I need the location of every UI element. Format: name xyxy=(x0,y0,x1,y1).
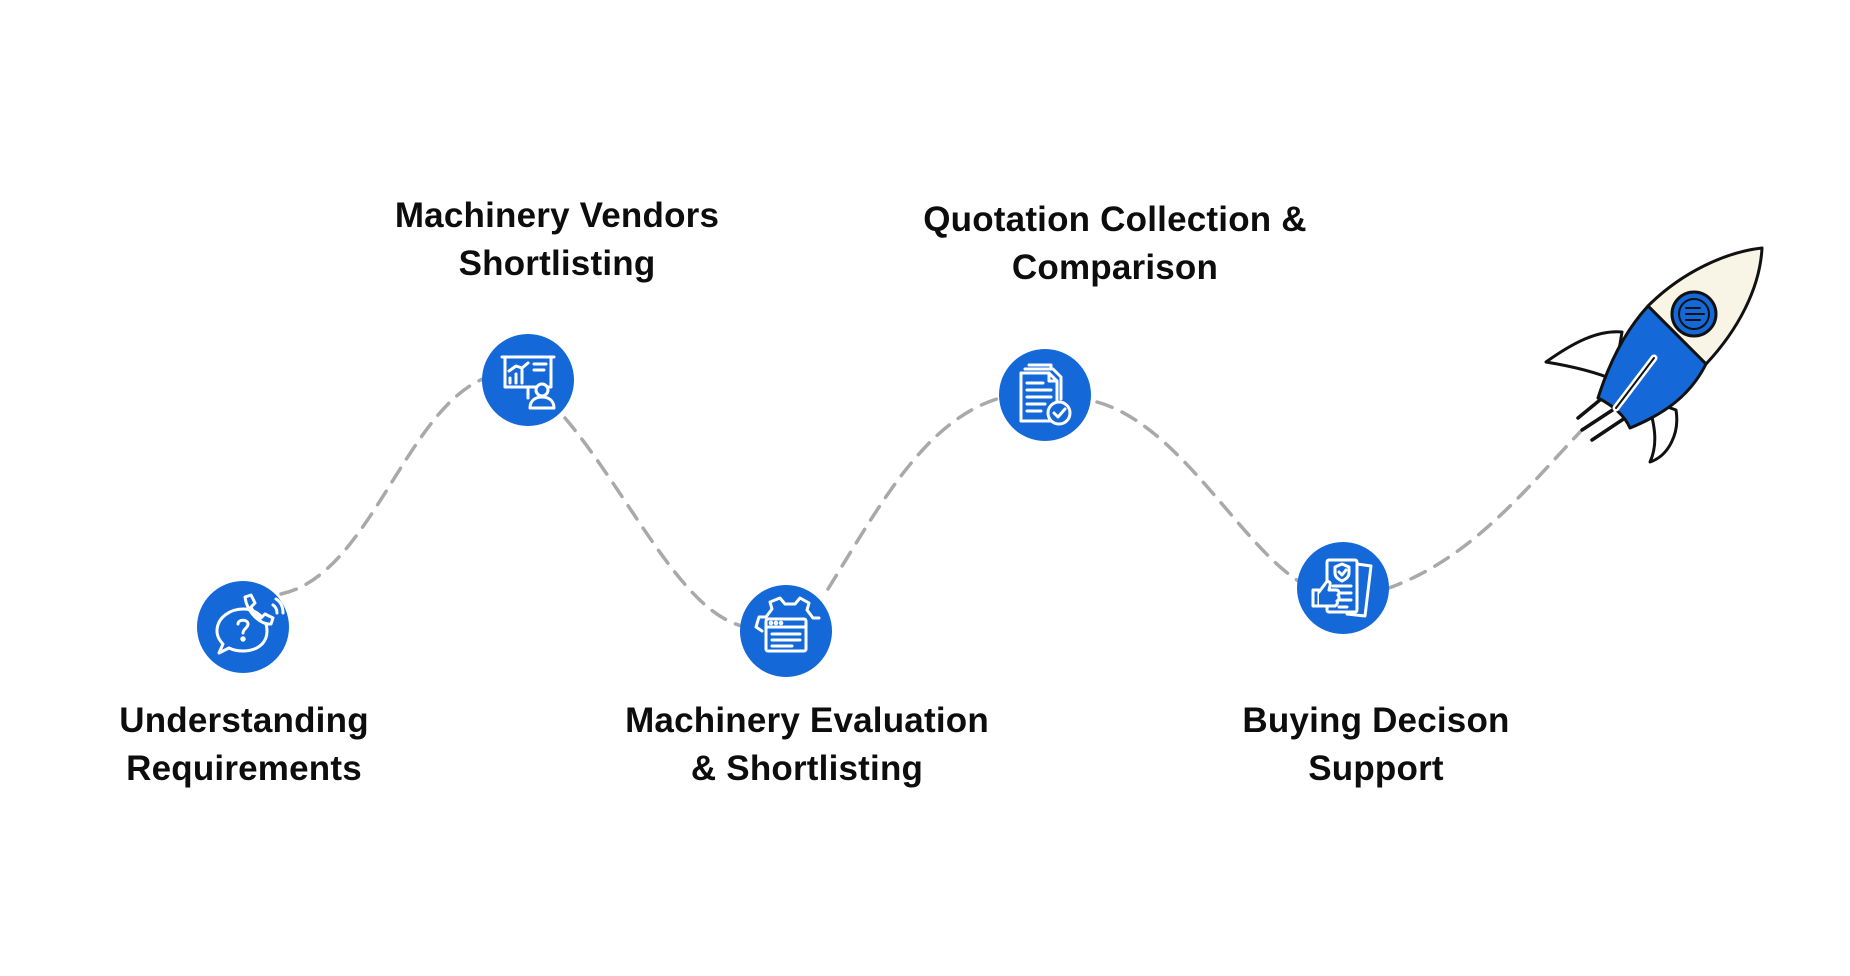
step-4-node xyxy=(999,349,1091,441)
step-4-label-line1: Quotation Collection & xyxy=(923,200,1307,239)
thumbs-up-document-icon xyxy=(1311,558,1373,618)
step-5-label: Buying Decison Support xyxy=(1156,697,1596,793)
dashed-path xyxy=(279,376,1582,628)
step-1-label-line1: Understanding xyxy=(119,701,369,740)
gear-browser-icon xyxy=(754,596,821,653)
step-5-label-line1: Buying Decison xyxy=(1242,701,1510,740)
step-1-node xyxy=(197,581,289,673)
step-2-label-line1: Machinery Vendors xyxy=(394,196,720,235)
step-2-label-line2: Shortlisting xyxy=(458,244,656,283)
presentation-board-icon xyxy=(500,355,556,410)
step-3-label-line2: & Shortlisting xyxy=(690,749,924,788)
phone-question-icon xyxy=(215,593,285,655)
documents-check-icon xyxy=(1019,363,1072,426)
step-1-label: Understanding Requirements xyxy=(24,697,464,793)
step-3-node xyxy=(740,585,832,677)
step-2-node xyxy=(482,334,574,426)
rocket-icon xyxy=(1544,246,1764,464)
step-1-label-line2: Requirements xyxy=(126,749,362,788)
step-2-label: Machinery Vendors Shortlisting xyxy=(337,192,777,288)
step-3-label: Machinery Evaluation & Shortlisting xyxy=(587,697,1027,793)
step-4-label: Quotation Collection & Comparison xyxy=(895,196,1335,292)
step-4-label-line2: Comparison xyxy=(1011,248,1219,287)
step-5-node xyxy=(1297,542,1389,634)
step-3-label-line1: Machinery Evaluation xyxy=(625,701,989,740)
step-5-label-line2: Support xyxy=(1308,749,1444,788)
